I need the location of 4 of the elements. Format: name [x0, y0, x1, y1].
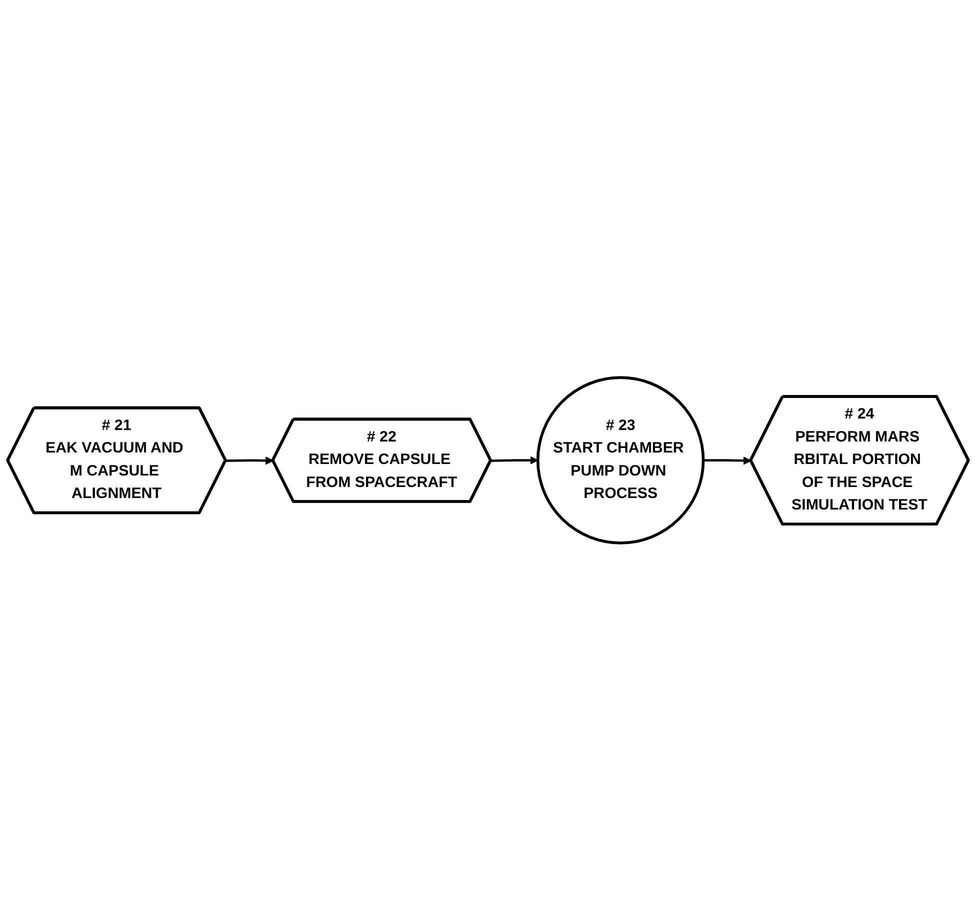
node-circle: # 23 START CHAMBER PUMP DOWN PROCESS — [536, 376, 705, 544]
arrow — [491, 456, 538, 464]
arrow — [226, 456, 274, 464]
arrow — [703, 456, 752, 464]
